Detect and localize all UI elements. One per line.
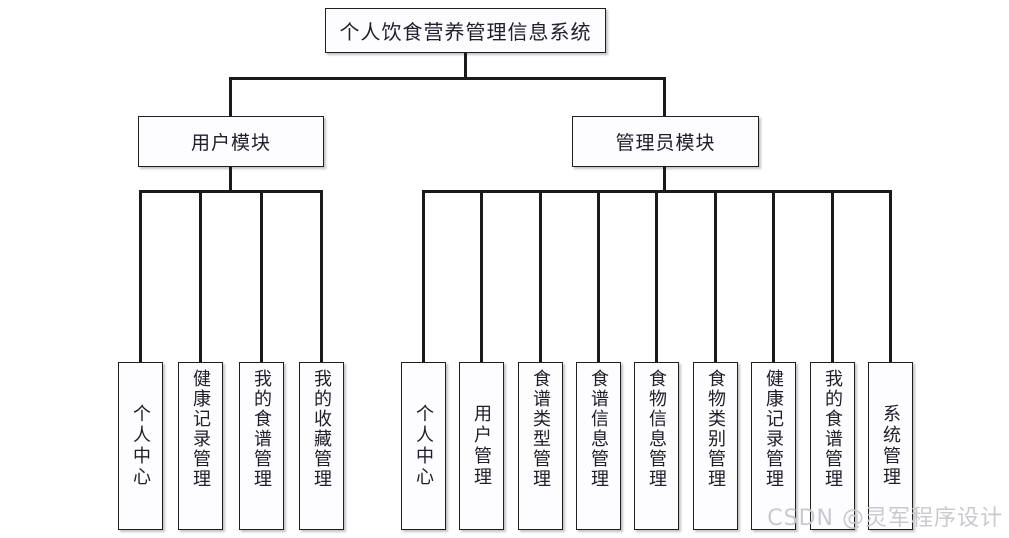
node-module-user-label: 用户模块 [190,132,271,154]
node-root-label: 个人饮食营养管理信息系统 [339,20,592,44]
node-leaf-user-1-label: 个人中心 [130,404,152,488]
connector-user-bus [139,190,323,193]
connector-admin-drop-5 [655,190,658,362]
node-leaf-user-1[interactable]: 个人中心 [118,362,163,530]
connector-admin-drop-8 [831,190,834,362]
connector-admin-drop-4 [597,190,600,362]
node-leaf-admin-9[interactable]: 系统管理 [868,362,913,530]
connector-root-stem [464,53,467,77]
node-leaf-user-4-label: 我的收藏管理 [311,369,333,489]
connector-user-drop-3 [260,190,263,362]
node-leaf-user-4[interactable]: 我的收藏管理 [299,362,344,530]
node-module-admin-label: 管理员模块 [615,132,716,154]
connector-user-drop-2 [199,190,202,362]
node-leaf-admin-1[interactable]: 个人中心 [401,362,446,530]
node-leaf-admin-9-label: 系统管理 [880,404,902,488]
node-leaf-admin-7[interactable]: 健康记录管理 [751,362,796,530]
connector-drop-user-module [229,77,232,116]
connector-admin-module-stem [663,167,666,190]
connector-user-module-stem [229,167,232,190]
connector-admin-drop-3 [539,190,542,362]
node-leaf-user-3-label: 我的食谱管理 [251,369,273,489]
node-leaf-admin-4-label: 食谱信息管理 [588,369,610,489]
node-leaf-admin-5-label: 食物信息管理 [646,369,668,489]
node-leaf-user-2-label: 健康记录管理 [190,369,212,489]
connector-drop-admin-module [663,77,666,116]
node-leaf-admin-7-label: 健康记录管理 [763,369,785,489]
connector-admin-drop-1 [422,190,425,362]
node-leaf-user-2[interactable]: 健康记录管理 [178,362,223,530]
node-root-system[interactable]: 个人饮食营养管理信息系统 [325,8,606,53]
connector-admin-drop-9 [889,190,892,362]
node-leaf-user-3[interactable]: 我的食谱管理 [239,362,284,530]
node-leaf-admin-6[interactable]: 食物类别管理 [693,362,738,530]
connector-level1-bus [229,77,666,80]
node-leaf-admin-2[interactable]: 用户管理 [459,362,504,530]
node-module-admin[interactable]: 管理员模块 [572,116,759,167]
node-leaf-admin-2-label: 用户管理 [471,404,493,488]
node-leaf-admin-1-label: 个人中心 [413,404,435,488]
node-leaf-admin-3-label: 食谱类型管理 [530,369,552,489]
node-leaf-admin-5[interactable]: 食物信息管理 [634,362,679,530]
connector-admin-drop-7 [772,190,775,362]
node-leaf-admin-8-label: 我的食谱管理 [822,369,844,489]
node-module-user[interactable]: 用户模块 [138,116,324,167]
node-leaf-admin-4[interactable]: 食谱信息管理 [576,362,621,530]
connector-user-drop-1 [139,190,142,362]
node-leaf-admin-6-label: 食物类别管理 [705,369,727,489]
connector-admin-drop-2 [480,190,483,362]
connector-user-drop-4 [320,190,323,362]
connector-admin-drop-6 [714,190,717,362]
node-leaf-admin-3[interactable]: 食谱类型管理 [518,362,563,530]
node-leaf-admin-8[interactable]: 我的食谱管理 [810,362,855,530]
